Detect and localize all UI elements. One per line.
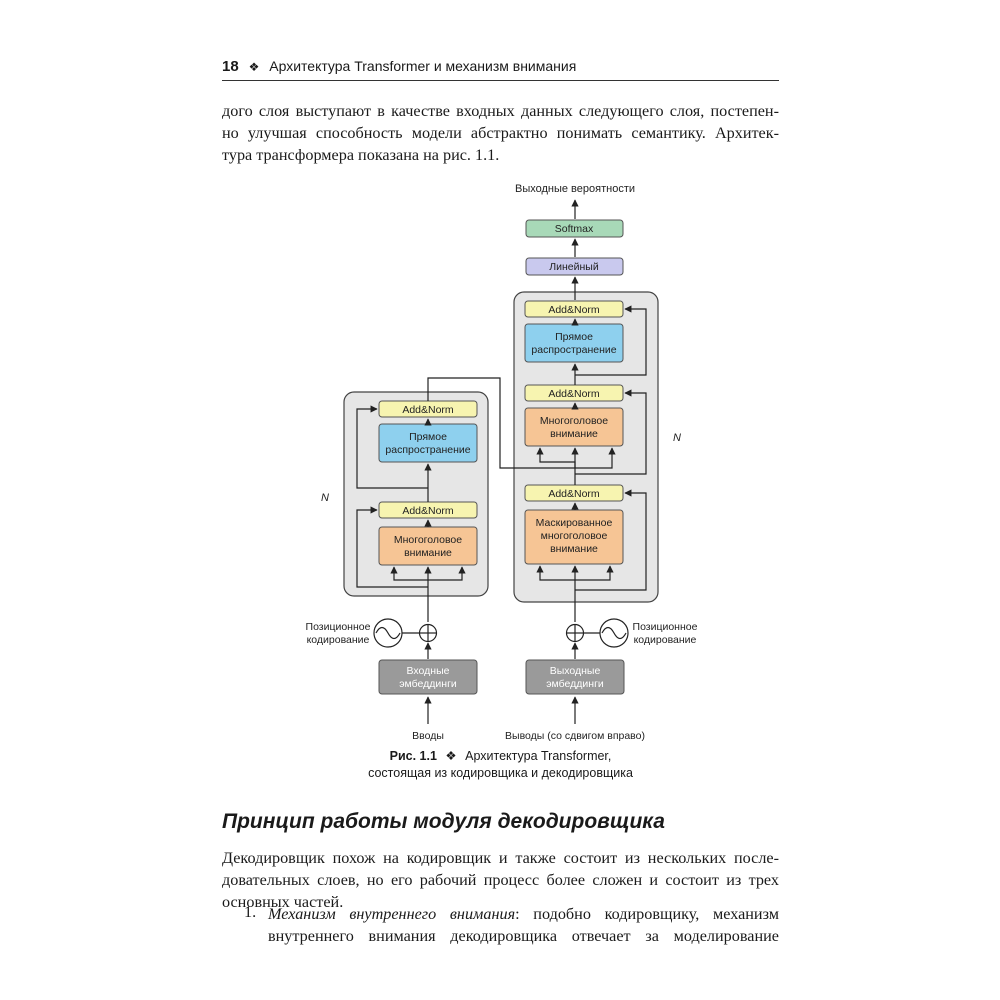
positional-encoding-label: Позиционное	[633, 621, 698, 633]
positional-encoding-label: кодирование	[634, 634, 697, 646]
feed-forward-label: распространение	[385, 444, 470, 456]
intro-paragraph: дого слоя выступают в качестве входных д…	[222, 100, 779, 166]
positional-encoding-label: Позиционное	[306, 621, 371, 633]
add-norm-label: Add&Norm	[402, 505, 454, 517]
feed-forward-label: Прямое	[555, 331, 593, 343]
multi-head-label: Многоголовое	[540, 415, 608, 427]
body-line: Декодировщик похож на кодировщик и также…	[222, 849, 779, 867]
decoder-n-label: N	[673, 432, 681, 444]
output-embeddings-label: эмбеддинги	[546, 678, 604, 690]
list-number: 1.	[244, 903, 257, 921]
add-norm-label: Add&Norm	[548, 304, 600, 316]
caption-line: состоящая из кодировщика и декодировщика	[368, 766, 633, 780]
output-probabilities-label: Выходные вероятности	[515, 183, 635, 195]
encoder-feed-forward	[378, 423, 478, 463]
output-embeddings-label: Выходные	[550, 665, 601, 677]
output-embeddings-box	[525, 659, 625, 695]
linear-label: Линейный	[549, 261, 599, 273]
decoder-add-norm-middle	[524, 384, 624, 402]
figure-label: Рис. 1.1	[389, 749, 437, 763]
running-title: Архитектура Transformer и механизм внима…	[269, 58, 577, 74]
masked-attention-label: Маскированное	[536, 517, 613, 529]
intro-line: дого слоя выступают в качестве входных д…	[222, 102, 779, 120]
multi-head-label: Многоголовое	[394, 534, 462, 546]
add-norm-label: Add&Norm	[548, 388, 600, 400]
page-number: 18	[222, 58, 239, 75]
multi-head-label: внимание	[404, 547, 452, 559]
masked-attention-label: многоголовое	[541, 530, 608, 542]
list-item: Механизм внутреннего внимания: подобно к…	[268, 903, 779, 947]
body-line: основных частей.	[222, 893, 344, 911]
header-separator: ❖	[248, 60, 260, 74]
decoder-add-norm-bottom	[524, 484, 624, 502]
body-paragraph: Декодировщик похож на кодировщик и также…	[222, 847, 779, 913]
input-embeddings-label: Входные	[407, 665, 450, 677]
feed-forward-label: Прямое	[409, 431, 447, 443]
intro-line: тура трансформера показана на рис. 1.1.	[222, 146, 500, 164]
figure-caption: Рис. 1.1 ❖ Архитектура Transformer, сост…	[222, 748, 779, 782]
list-term: Механизм внутреннего внимания	[268, 905, 516, 923]
input-embeddings-label: эмбеддинги	[399, 678, 457, 690]
softmax-label: Softmax	[555, 223, 594, 235]
encoder-n-label: N	[321, 492, 329, 504]
encoder-multi-head-attention	[378, 526, 478, 566]
multi-head-label: внимание	[550, 428, 598, 440]
feed-forward-label: распространение	[531, 344, 616, 356]
add-norm-label: Add&Norm	[402, 404, 454, 416]
list-text: : подобно кодировщику, механизм	[515, 905, 779, 923]
page-header: 18 ❖ Архитектура Transformer и механизм …	[222, 58, 779, 81]
softmax-box	[525, 219, 624, 238]
decoder-multi-head-attention	[524, 407, 624, 447]
positional-encoding-label: кодирование	[307, 634, 370, 646]
decoder-feed-forward	[524, 323, 624, 363]
section-heading: Принцип работы модуля декодировщика	[222, 810, 665, 833]
decoder-masked-attention	[524, 509, 624, 565]
caption-line: Архитектура Transformer,	[465, 749, 612, 763]
list-text: внутреннего внимания декодировщика отвеч…	[268, 927, 779, 945]
intro-line: но улучшая способность модели абстрактно…	[222, 124, 779, 142]
linear-box	[525, 257, 624, 276]
input-embeddings-box	[378, 659, 478, 695]
add-norm-label: Add&Norm	[548, 488, 600, 500]
decoder-add-norm-top	[524, 300, 624, 318]
body-line: довательных слоев, но его рабочий процес…	[222, 871, 779, 889]
outputs-shifted-label: Выводы (со сдвигом вправо)	[505, 730, 645, 742]
masked-attention-label: внимание	[550, 543, 598, 555]
caption-separator: ❖	[445, 749, 457, 763]
inputs-label: Вводы	[412, 730, 444, 742]
